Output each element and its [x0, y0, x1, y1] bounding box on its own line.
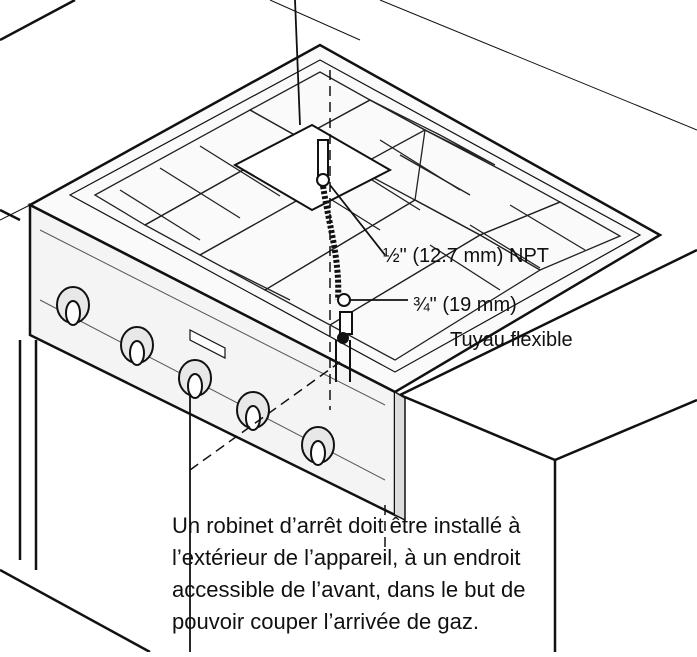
supply-pipe-icon	[335, 340, 351, 382]
instruction-line-2: l’extérieur de l’appareil, à un endroit	[172, 545, 521, 570]
instruction-line-3: accessible de l’avant, dans le but de	[172, 577, 525, 602]
hose-size-label: ¾" (19 mm)	[413, 294, 517, 316]
knob-5[interactable]	[301, 426, 335, 466]
shutoff-valve-icon	[339, 311, 353, 335]
instruction-text: Un robinet d’arrêt doit être installé à …	[172, 513, 525, 634]
dashed-guides	[189, 70, 386, 560]
leader-lines	[189, 0, 408, 652]
instruction-line-1: Un robinet d’arrêt doit être installé à	[172, 513, 521, 538]
pipe-fitting-label: ½" (12.7 mm) NPT	[383, 245, 549, 267]
instruction-line-4: pouvoir couper l’arrivée de gaz.	[172, 609, 479, 634]
hose-fitting-icon	[337, 293, 351, 307]
gas-connection	[316, 139, 353, 382]
flex-hose-icon	[320, 185, 342, 301]
hose-label: Tuyau flexible	[450, 329, 573, 351]
brand-plate	[189, 329, 226, 359]
knob-4[interactable]	[236, 391, 270, 431]
fitting-ring-icon	[316, 173, 330, 187]
knob-3[interactable]	[178, 359, 212, 399]
knob-1[interactable]	[56, 286, 90, 326]
counter-thin-lines	[0, 0, 697, 221]
gas-access-cutout	[232, 123, 393, 212]
knob-2[interactable]	[120, 326, 154, 366]
pipe-fitting-icon	[317, 139, 329, 179]
